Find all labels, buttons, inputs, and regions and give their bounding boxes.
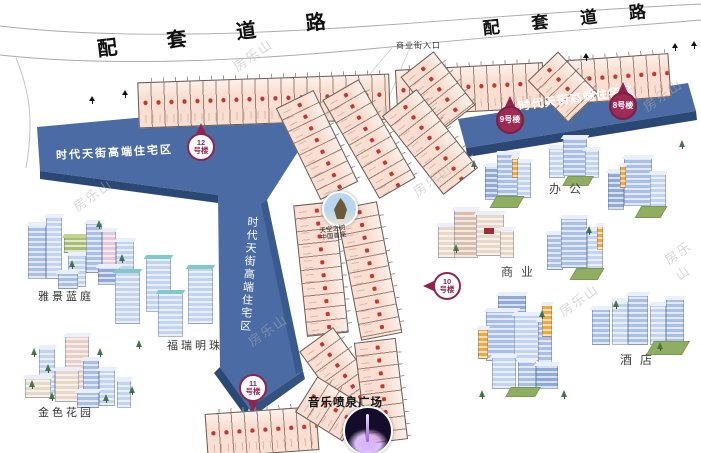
community-label-jinse: 金色花园 [38,407,94,419]
building [188,268,213,324]
tree-icon [612,300,620,310]
building [620,166,626,188]
building-cluster-commerce-2 [545,212,617,284]
building-cluster-jinse [25,330,150,412]
building-cluster-office-3 [600,150,668,220]
road-label-right: 配套道路 [481,0,679,39]
building [650,174,666,210]
building-cluster-office-1 [485,148,535,208]
community-label-yajing: 雅景蓝庭 [38,291,94,303]
tree-icon [470,160,478,170]
building-cluster-commerce-1 [438,200,516,262]
building [486,311,518,361]
building [116,241,134,277]
building [536,365,558,389]
building-sign [484,228,494,234]
pin-suffix: 号楼 [245,387,261,396]
zone-label-commerce: 商业 [501,265,542,279]
building-8-pin[interactable]: 8号楼 [609,82,637,120]
tree-icon [44,364,52,374]
building [563,138,587,176]
commercial-street-entrance-label: 商业街入口 [396,41,441,50]
zone-label-office: 办公 [549,182,590,196]
building [547,234,563,270]
building [517,162,531,198]
building [628,295,648,345]
tree-icon [656,342,664,352]
building-cluster-central [478,295,574,397]
building-cluster-yajing [28,215,143,295]
residential-stem-label: 时代天街高端住宅区 [238,215,259,334]
tree-icon [560,390,568,400]
lawn [505,387,541,397]
tree-icon [452,244,460,254]
residential-band-label: 时代天街高端住宅区 [55,143,174,163]
lawn [569,268,605,280]
building [542,305,552,337]
entrance-arrow-icon [690,41,698,50]
building-cluster-hotel [592,295,691,355]
building-9-pin[interactable]: 9号楼 [496,96,524,134]
entrance-arrow-icon [88,96,96,105]
building [650,305,666,345]
sky-tree-photo-icon[interactable] [322,191,358,227]
watermark: 房乐山 [661,238,695,284]
tree-icon [28,380,36,390]
tree-icon [478,390,486,400]
building [500,230,514,258]
tree-icon [68,260,76,270]
building [549,148,565,178]
entrance-arrow-icon [121,90,129,99]
tree-icon [48,392,56,402]
building [592,309,610,345]
pin-label: 9号楼 [499,115,521,124]
pin-number: 10 [442,277,452,286]
tree-icon [678,140,686,150]
building [58,273,78,289]
watermark: 房乐山 [70,176,116,215]
tree-icon [30,348,38,358]
building [492,357,516,389]
tree-icon [95,220,103,230]
building [115,272,140,324]
music-fountain-photo-icon[interactable] [343,406,393,453]
tree-icon [538,310,546,320]
building [597,226,603,250]
building-cluster-office-2 [545,138,600,186]
tree-icon [102,394,110,404]
pin-label: 8号楼 [612,101,634,110]
entrance-arrow-icon [582,53,590,62]
building [86,223,102,273]
zone-label-hotel: 酒店 [620,353,661,367]
building [624,158,652,206]
building [46,217,62,279]
pin-suffix: 号楼 [439,285,455,294]
pin-suffix: 号楼 [193,146,209,155]
building [666,299,684,345]
pin-tip-icon [423,280,436,292]
building [117,380,131,408]
tree-icon [128,386,136,396]
building [512,158,518,178]
building [561,218,587,268]
building [585,150,599,178]
tree-icon [96,348,104,358]
building [28,225,46,279]
entrance-arrow-icon [671,43,679,52]
building [158,293,183,337]
building [478,329,488,359]
building [55,370,79,402]
building [77,392,99,408]
road-label-left: 配套道路 [96,5,377,61]
lawn [634,206,668,218]
tree-icon [585,226,593,236]
tree-icon [135,340,143,350]
community-label-furui: 福瑞明珠 [167,340,223,352]
tree-icon [118,254,126,264]
